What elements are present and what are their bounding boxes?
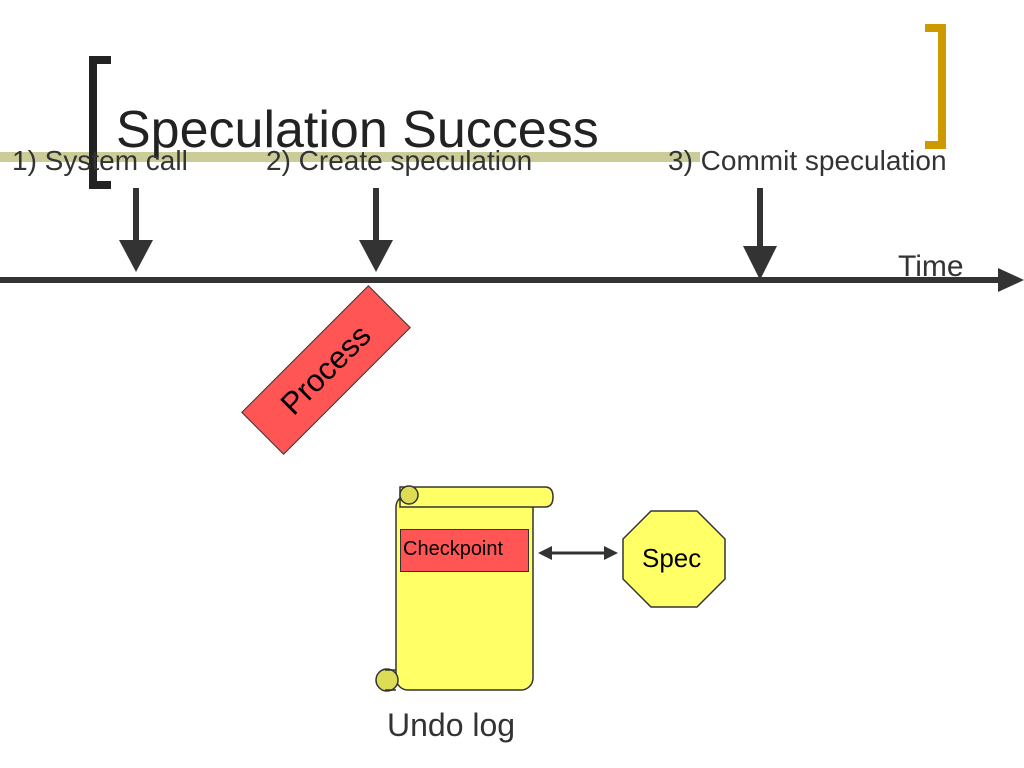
title-underline-bar (0, 152, 700, 162)
left-bracket-icon (89, 56, 111, 189)
undo-log-label: Undo log (387, 707, 516, 743)
step1-arrow-down-icon (119, 188, 153, 272)
double-arrow-icon (538, 546, 618, 560)
checkpoint-label: Checkpoint (403, 538, 504, 560)
step2-arrow-down-icon (359, 188, 393, 272)
step3-arrow-down-icon (743, 188, 777, 280)
right-bracket-icon (925, 24, 946, 149)
spec-label: Spec (642, 543, 702, 573)
undo-log-scroll-icon (375, 485, 554, 692)
timeline-arrowhead-icon (998, 268, 1024, 292)
slide-title: Speculation Success (116, 101, 599, 159)
spec-octagon-icon (622, 510, 726, 608)
step-commit-speculation-label: 3) Commit speculation (668, 145, 947, 176)
timeline-label: Time (898, 250, 964, 283)
checkpoint-box: Checkpoint (400, 529, 529, 572)
step-system-call-label: 1) System call (12, 145, 188, 176)
step-create-speculation-label: 2) Create speculation (266, 145, 533, 176)
